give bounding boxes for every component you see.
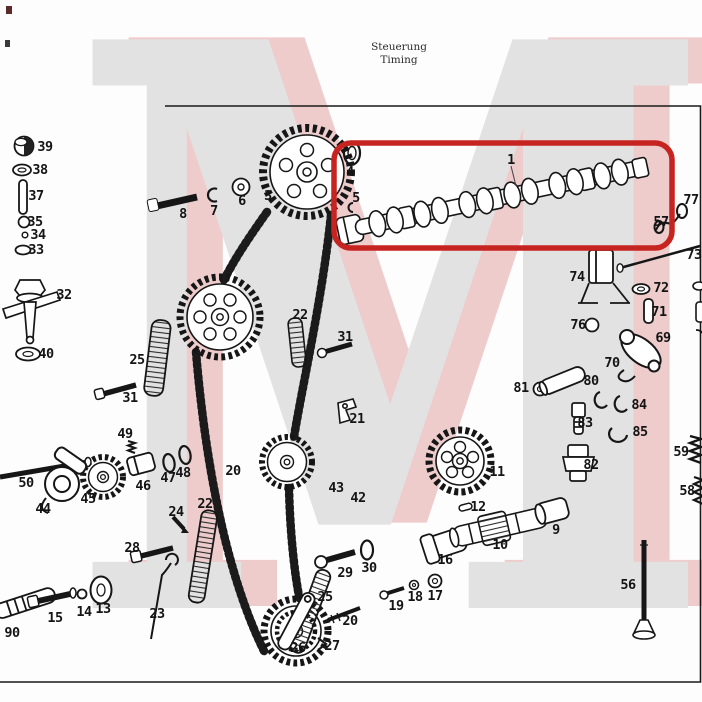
- spring-clip-77: [655, 213, 681, 231]
- idler-gear: [176, 273, 264, 361]
- page-frame-line: [0, 105, 702, 683]
- left-column-parts: [12, 135, 41, 362]
- valve-56: [632, 540, 656, 640]
- pin-37: [18, 179, 28, 215]
- bolt-8: [156, 193, 198, 210]
- guide-rail-22-lower: [187, 509, 218, 604]
- title-english: Timing: [380, 53, 418, 66]
- tensioner-lever-32: [1, 279, 62, 345]
- bracket-21: [337, 398, 358, 425]
- bolt-15: [37, 591, 71, 604]
- guide-sprocket: [259, 434, 315, 490]
- pin-71: [643, 298, 654, 324]
- bushing-9: [534, 497, 570, 525]
- o-ring-30: [359, 539, 375, 561]
- clip-70: [617, 369, 636, 383]
- rod-73: [619, 244, 701, 270]
- timing-chain-20: [191, 207, 336, 656]
- bottom-center-parts: [277, 497, 656, 651]
- right-side-parts: [532, 203, 702, 505]
- rocker-shaft-80: [538, 366, 586, 396]
- page-title: Steuerung Timing: [309, 41, 489, 66]
- cap-nut-82: [561, 444, 596, 482]
- scan-artifact: [6, 6, 12, 14]
- bolt-29: [326, 549, 356, 563]
- clip-5: [347, 202, 354, 213]
- stud-90: [0, 587, 56, 619]
- title-german: Steuerung: [371, 41, 427, 53]
- washer-14: [69, 587, 77, 599]
- rocker-arm-69: [619, 329, 662, 373]
- clip-84: [593, 390, 608, 409]
- bolt-31-left: [102, 382, 137, 397]
- guide-rail-25-upper: [143, 319, 172, 397]
- highlight-box: [331, 140, 675, 251]
- hook-rod-23: [150, 562, 172, 640]
- pin-24: [171, 515, 186, 531]
- clip-27: [317, 637, 328, 651]
- tensioner-piston-46: [126, 451, 156, 477]
- edge-pin: [695, 301, 702, 323]
- pin-20-lower: [327, 606, 361, 622]
- guide-rail-22-upper: [287, 317, 307, 368]
- clip-84b: [613, 394, 628, 413]
- ring-76: [584, 317, 600, 333]
- crankshaft-sprocket-11: [425, 426, 495, 496]
- leader-line-1: [510, 165, 517, 187]
- scan-artifact: [5, 40, 10, 47]
- valve-spring-59: [686, 434, 702, 465]
- mid-left-parts: [0, 341, 358, 640]
- o-ring-47: [162, 452, 176, 474]
- chain-tensioner-44: [41, 446, 88, 514]
- camshaft-sprocket-3: [259, 124, 355, 220]
- tensioner-sprocket-45: [80, 454, 126, 500]
- clip-85: [607, 427, 629, 443]
- circlip-7: [206, 187, 218, 203]
- lever-26: [277, 592, 316, 651]
- camshaft-hardware: [146, 140, 362, 213]
- bolt-31-center: [323, 341, 353, 355]
- adjusting-screw-83: [571, 402, 586, 435]
- bolt-28: [140, 545, 174, 559]
- edge-washer: [692, 281, 702, 291]
- camshaft-1: [335, 156, 650, 246]
- woodruff-key-12: [458, 502, 473, 512]
- edge-arc: [695, 329, 702, 334]
- o-ring-48: [178, 444, 192, 466]
- bottom-left-parts: [0, 575, 113, 619]
- nut-35: [17, 215, 31, 229]
- ball-34: [21, 231, 29, 239]
- bracket-74: [578, 249, 630, 304]
- ring-33: [14, 244, 32, 256]
- spring-49: [125, 440, 139, 454]
